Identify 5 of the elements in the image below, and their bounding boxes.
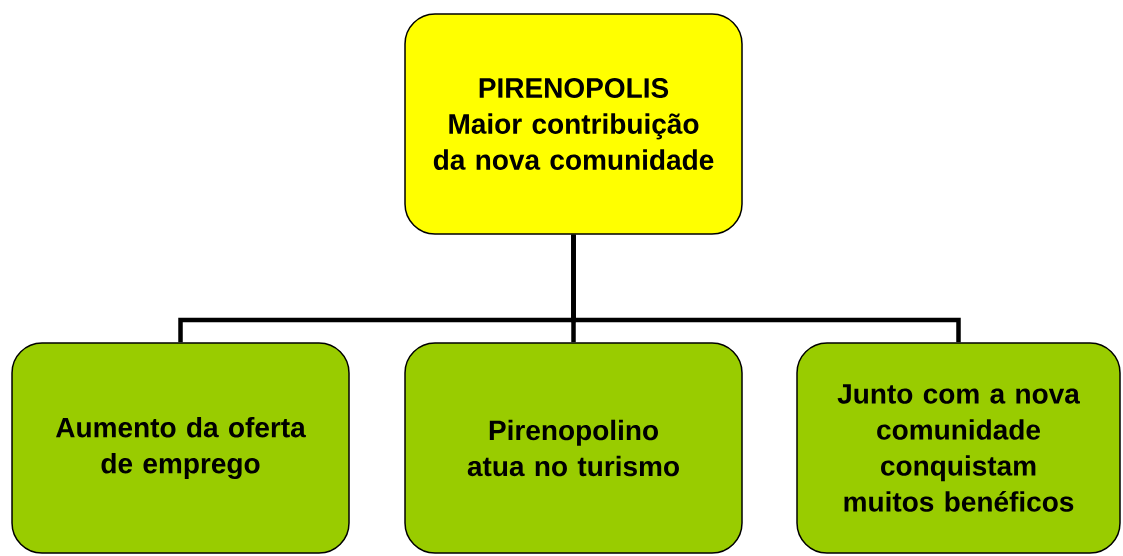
rounded-box: Junto com a nova comunidade conquistam muitos benéficos bbox=[796, 342, 1121, 554]
connector bbox=[571, 234, 961, 343]
rounded-box: PIRENOPOLIS Maior contribuição da nova comunidade bbox=[404, 13, 743, 235]
rounded-box: Pirenopolino atua no turismo bbox=[404, 342, 743, 554]
rounded-box: Aumento da oferta de emprego bbox=[11, 342, 350, 554]
